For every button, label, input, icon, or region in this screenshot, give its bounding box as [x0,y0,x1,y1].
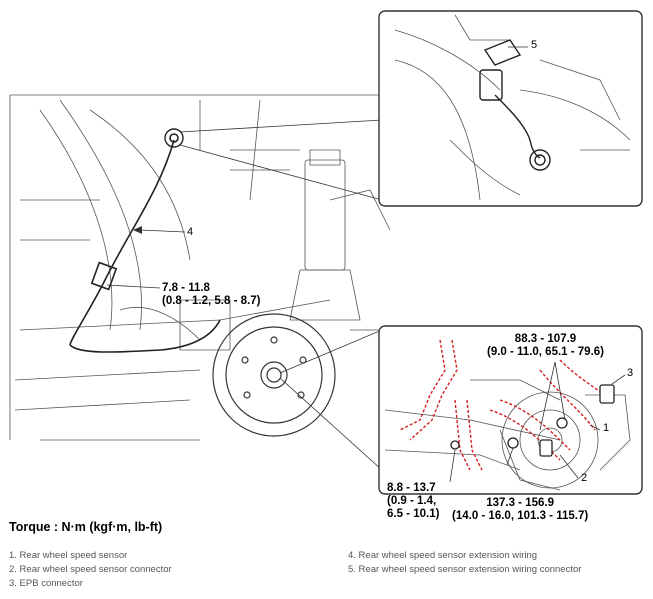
legend-item-4: 4. Rear wheel speed sensor extension wir… [348,550,538,561]
torque-spec-lower-left-line1: 8.8 - 13.7 [387,482,436,494]
torque-spec-lower-left: 8.8 - 13.7 (0.9 - 1.4, 6.5 - 10.1) [387,482,439,521]
callout-5: 5 [531,39,538,51]
callout-1: 1 [603,422,610,434]
inset-connector-detail [378,10,643,207]
torque-spec-lower-right-line1: 137.3 - 156.9 [486,497,554,509]
torque-spec-lower-left-line3: 6.5 - 10.1) [387,508,440,520]
wheel-hub [212,313,336,437]
legend-item-3: 3. EPB connector [9,578,83,589]
legend-left: 1. Rear wheel speed sensor 2. Rear wheel… [9,549,172,591]
extension-wiring [69,128,221,353]
torque-spec-upper-right-line1: 88.3 - 107.9 [514,333,577,345]
highlighted-wiring [399,339,611,471]
torque-spec-upper-right: 88.3 - 107.9 (9.0 - 11.0, 65.1 - 79.6) [487,333,604,359]
callout-2: 2 [581,472,588,484]
legend-item-5: 5. Rear wheel speed sensor extension wir… [348,564,582,575]
torque-spec-upper-right-line2: (9.0 - 11.0, 65.1 - 79.6) [487,346,604,358]
rear-wheel-speed-sensor-diagram [9,10,643,495]
torque-spec-lower-right: 137.3 - 156.9 (14.0 - 16.0, 101.3 - 115.… [452,497,588,523]
arrowhead-4 [133,226,142,234]
legend-item-2: 2. Rear wheel speed sensor connector [9,564,172,575]
torque-spec-lower-left-line2: (0.9 - 1.4, [387,495,437,507]
leader-lines [106,119,383,471]
torque-spec-sensor-bolt: 7.8 - 11.8 (0.8 - 1.2, 5.8 - 8.7) [162,282,260,308]
legend-item-1: 1. Rear wheel speed sensor [9,550,128,561]
torque-spec-sensor-bolt-line2: (0.8 - 1.2, 5.8 - 8.7) [162,295,261,307]
chassis-line-art [9,94,391,441]
torque-spec-lower-right-line2: (14.0 - 16.0, 101.3 - 115.7) [452,510,589,522]
callout-4: 4 [187,226,194,238]
torque-spec-sensor-bolt-line1: 7.8 - 11.8 [162,282,210,294]
torque-units-caption: Torque : N·m (kgf·m, lb-ft) [9,520,163,534]
callout-3: 3 [627,367,634,379]
inset-hub-detail [378,325,643,495]
legend-right: 4. Rear wheel speed sensor extension wir… [348,549,581,577]
